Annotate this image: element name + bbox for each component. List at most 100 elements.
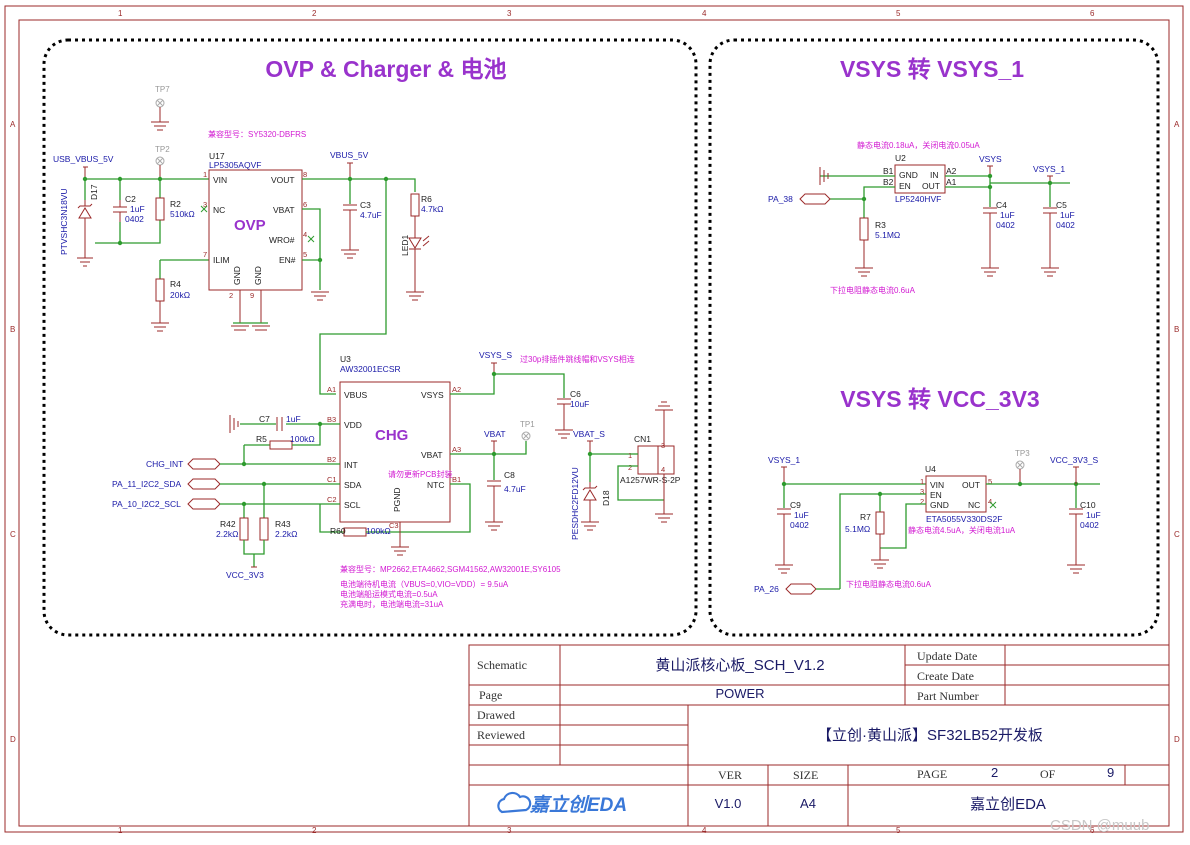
u3-chip	[339, 381, 451, 523]
u17-pin-gnd2: GND	[253, 266, 263, 285]
r60-ref: R60	[330, 526, 346, 536]
r6-value: 4.7kΩ	[421, 204, 443, 214]
u2-quiescent-note: 静态电流0.18uA，关闭电流0.05uA	[857, 140, 980, 150]
c8-ref: C8	[504, 470, 515, 480]
u17-pin-num-6: 6	[303, 200, 307, 209]
row-b-right: B	[1174, 325, 1179, 334]
u3-pin-vbus: VBUS	[344, 390, 367, 400]
u17-pin-num-9: 9	[250, 291, 254, 300]
u4-pin-num-3: 3	[920, 487, 924, 496]
title-block: Schematic 黄山派核心板_SCH_V1.2 Page POWER Dra…	[468, 644, 1170, 827]
vsys-s-note: 过30p排插件跳线帽和VSYS相连	[520, 354, 635, 364]
c2-value: 1uF	[130, 204, 145, 214]
r4-ref: R4	[170, 279, 181, 289]
col-1-bottom: 1	[118, 826, 123, 835]
r2-resistor-icon	[155, 197, 165, 221]
r60-resistor-icon	[343, 527, 367, 537]
update-date-label: Update Date	[917, 649, 977, 663]
u17-pin-ilim: ILIM	[213, 255, 230, 265]
led1-ref: LED1	[400, 234, 410, 256]
chg-note-1: 电池端待机电流（VBUS=0,VIO=VDD）= 9.5uA	[340, 579, 509, 589]
c4-package: 0402	[996, 220, 1015, 230]
u3-pin-pgnd: PGND	[392, 487, 402, 512]
d18-tvs-icon	[581, 482, 599, 531]
u3-pin-num-a2: A2	[452, 385, 461, 394]
u17-part: LP5305AQVF	[209, 160, 261, 170]
r43-resistor-icon	[259, 517, 269, 541]
cn1-value: A1257WR-S-2P	[620, 475, 681, 485]
r3-ref: R3	[875, 220, 886, 230]
c10-ref: C10	[1080, 500, 1096, 510]
r43-ref: R43	[275, 519, 291, 529]
r2-value: 510kΩ	[170, 209, 195, 219]
u17-pin-num-7: 7	[203, 250, 207, 259]
vsys-to-vsys1-block: 静态电流0.18uA，关闭电流0.05uA U2 GND EN IN OUT B…	[768, 140, 1075, 295]
tp1-symbol	[521, 431, 531, 441]
ovp-charger-section	[42, 38, 698, 637]
schematic-label: Schematic	[477, 658, 527, 672]
u4-part: ETA5055V330DS2F	[926, 514, 1002, 524]
u17-pin-num-5: 5	[303, 250, 307, 259]
pcb-warning-note: 请勿更新PCB封装	[388, 469, 452, 479]
d18-value: PESDHC2FD12VU	[570, 467, 580, 540]
u3-pin-num-a1: A1	[327, 385, 336, 394]
u4-pin-out: OUT	[962, 480, 980, 490]
reviewed-label: Reviewed	[477, 728, 525, 742]
c9-package: 0402	[790, 520, 809, 530]
row-b: B	[10, 325, 15, 334]
r5-value: 100kΩ	[290, 434, 315, 444]
u3-pin-sda: SDA	[344, 480, 362, 490]
u4-pulldown-note: 下拉电阻静态电流0.6uA	[846, 579, 932, 589]
u4-pin-num-4: 4	[988, 497, 992, 506]
sheet-border	[4, 5, 1184, 833]
vsys-vcc3v3-title: VSYS 转 VCC_3V3	[840, 386, 1039, 412]
d17-value: PTVSHC3N18VU	[59, 188, 69, 255]
u17-pin-num-8: 8	[303, 170, 307, 179]
chg-compat-note: 兼容型号：MP2662,ETA4662,SGM41562,AW32001E,SY…	[340, 564, 561, 574]
u2-pin-b2: B2	[883, 177, 894, 187]
tp7-label: TP7	[155, 85, 170, 94]
u3-part: AW32001ECSR	[340, 364, 401, 374]
u17-pin-wro: WRO#	[269, 235, 295, 245]
c7-capacitor-icon	[229, 415, 283, 433]
col-1: 1	[118, 9, 123, 18]
vsys-net: VSYS	[979, 154, 1002, 164]
col-5: 5	[896, 9, 901, 18]
u4-nc-marker-icon	[989, 501, 997, 509]
tp7-ground-icon	[151, 121, 169, 131]
r3-value: 5.1MΩ	[875, 230, 900, 240]
chg-note-3: 充满电时，电池端电流=31uA	[340, 599, 444, 609]
chg-int-net: CHG_INT	[146, 459, 183, 469]
u3-pin-scl: SCL	[344, 500, 361, 510]
r42-value: 2.2kΩ	[216, 529, 238, 539]
u2-pin-gnd: GND	[899, 170, 918, 180]
u3-pin-vbat: VBAT	[421, 450, 443, 460]
c9-value: 1uF	[794, 510, 809, 520]
cn1-pin1: 1	[628, 451, 632, 460]
chg-chip-label: CHG	[375, 427, 408, 444]
u4-pin-vin: VIN	[930, 480, 944, 490]
logo-text: 嘉立创EDA	[529, 794, 627, 816]
c2-capacitor-icon	[113, 200, 127, 222]
u2-part: LP5240HVF	[895, 194, 941, 204]
u17-ground-icon	[231, 325, 270, 331]
c6-value: 10uF	[570, 399, 589, 409]
schematic-value: 黄山派核心板_SCH_V1.2	[655, 656, 824, 674]
col-4: 4	[702, 9, 707, 18]
d17-tvs-icon	[77, 200, 93, 267]
col-3: 3	[507, 9, 512, 18]
u17-chip	[208, 169, 303, 291]
vsys-vsys1-title: VSYS 转 VSYS_1	[840, 56, 1024, 82]
of-label: OF	[1040, 767, 1056, 781]
u3-pin-int: INT	[344, 460, 358, 470]
c8-capacitor-icon	[485, 480, 503, 531]
r43-value: 2.2kΩ	[275, 529, 297, 539]
size-value: A4	[800, 796, 816, 811]
u2-pin-en: EN	[899, 181, 911, 191]
page-no: 2	[991, 765, 998, 780]
u3-pin-num-a3: A3	[452, 445, 461, 454]
en-ground-icon	[311, 291, 329, 301]
cn1-pin3: 3	[661, 441, 665, 450]
vbat-net: VBAT	[484, 429, 506, 439]
row-d: D	[10, 735, 16, 744]
